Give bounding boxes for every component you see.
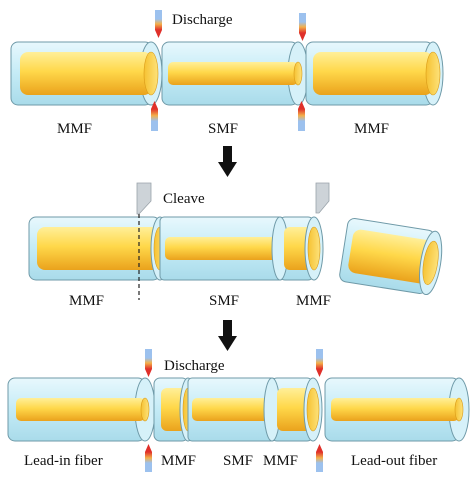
- electrode-icon: [145, 349, 152, 377]
- fiber-label: SMF: [223, 453, 253, 469]
- smf-segment: [187, 377, 277, 442]
- step1-group: Discharge MMF: [10, 10, 444, 137]
- electrode-icon: [316, 349, 323, 377]
- discharge-label: Discharge: [172, 12, 233, 28]
- electrode-icon: [316, 444, 323, 472]
- cleave-label: Cleave: [163, 191, 205, 207]
- discharge-label: Discharge: [164, 358, 225, 374]
- fiber-label: MMF: [354, 121, 389, 137]
- fiber-label: MMF: [69, 293, 104, 309]
- smf-segment: [159, 216, 285, 281]
- lead-out-fiber: [324, 377, 470, 442]
- mmf-segment: [28, 216, 170, 281]
- smf-segment: [161, 41, 309, 106]
- fiber-label: Lead-in fiber: [24, 453, 103, 469]
- step3-group: Discharge: [7, 349, 470, 472]
- fiber-label: MMF: [296, 293, 331, 309]
- cleaver-blade-icon: [315, 182, 330, 214]
- mmf-segment: [263, 377, 323, 442]
- lead-in-fiber: [7, 377, 156, 442]
- fiber-label: MMF: [161, 453, 196, 469]
- electrode-icon: [155, 10, 162, 38]
- fiber-label: MMF: [57, 121, 92, 137]
- mmf-segment: [10, 41, 163, 106]
- fiber-label: MMF: [263, 453, 298, 469]
- fiber-label: SMF: [209, 293, 239, 309]
- fiber-label: SMF: [208, 121, 238, 137]
- electrode-icon: [299, 13, 306, 41]
- electrode-icon: [298, 101, 305, 131]
- down-arrow-icon: [218, 320, 237, 351]
- electrode-icon: [151, 101, 158, 131]
- cleaved-mmf-piece: [339, 218, 443, 296]
- step2-group: Cleave MMF SMF MMF: [28, 182, 443, 309]
- mmf-segment: [271, 216, 324, 281]
- electrode-icon: [145, 444, 152, 472]
- cleaver-blade-icon: [136, 182, 152, 215]
- fiber-label: Lead-out fiber: [351, 453, 437, 469]
- down-arrow-icon: [218, 146, 237, 177]
- mmf-segment: [305, 41, 444, 106]
